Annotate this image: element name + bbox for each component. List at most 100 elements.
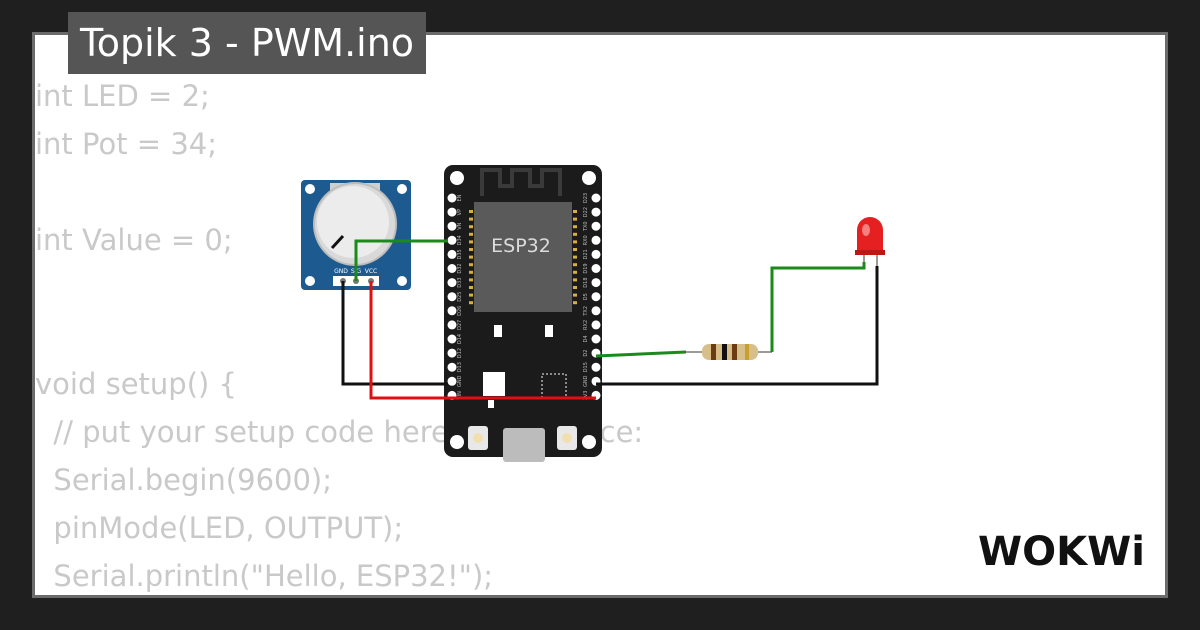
chip-pin — [573, 270, 577, 274]
chip-pin — [469, 248, 473, 251]
wire-resistor-led[interactable] — [770, 262, 866, 352]
esp32-pin-label: D27 — [457, 320, 463, 330]
esp32-pin-d33[interactable] — [447, 278, 457, 288]
chip-pin — [469, 286, 473, 289]
esp32-pin-label: VN — [457, 222, 463, 229]
esp32-pin-d14[interactable] — [447, 334, 457, 344]
esp32-chip — [474, 202, 572, 312]
esp32-pin-label: D18 — [583, 277, 589, 287]
chip-pins-right — [573, 210, 577, 305]
chip-pins-left — [469, 210, 473, 305]
chip-pin — [469, 240, 473, 244]
esp32-pin-label: D15 — [583, 362, 589, 372]
esp32-pin-d23[interactable] — [591, 193, 601, 203]
esp32-pin-d25[interactable] — [447, 292, 457, 302]
code-line: Serial.println("Hello, ESP32!"); — [35, 559, 494, 593]
code-line: int LED = 2; — [35, 79, 210, 113]
chip-pin — [469, 225, 473, 229]
code-line: void setup() { — [35, 367, 237, 401]
wire-pot-signal[interactable] — [354, 239, 448, 281]
esp32-pin-label: D19 — [583, 263, 589, 273]
chip-pin — [469, 270, 473, 274]
chip-pin — [573, 232, 577, 236]
code-line: int Value = 0; — [35, 223, 233, 257]
esp32-pin-d12[interactable] — [447, 348, 457, 358]
usb-port — [503, 428, 545, 462]
wire-d2-resistor[interactable] — [595, 350, 687, 358]
esp32-pin-rx2[interactable] — [591, 320, 601, 330]
esp32-pin-vp[interactable] — [447, 207, 457, 217]
code-line: int Pot = 34; — [35, 127, 218, 161]
esp32-pin-label: D4 — [583, 335, 589, 342]
esp32-pin-en[interactable] — [447, 193, 457, 203]
chip-pin — [573, 286, 577, 289]
esp32-pin-label: D23 — [583, 193, 589, 203]
esp32-pin-label: VP — [457, 209, 463, 215]
chip-pin — [573, 210, 577, 213]
chip-pin — [469, 301, 473, 305]
esp32-pin-gnd[interactable] — [447, 376, 457, 386]
esp32-pin-label: EN — [457, 194, 463, 201]
esp32-pin-label: D22 — [583, 207, 589, 217]
chip-pin — [573, 240, 577, 244]
esp32-pin-label: D14 — [457, 334, 463, 344]
esp32-pin-d26[interactable] — [447, 306, 457, 316]
wire-led-ground[interactable] — [596, 266, 879, 386]
resistor[interactable] — [686, 344, 772, 360]
chip-pin — [573, 278, 577, 282]
red-led[interactable] — [855, 217, 885, 268]
esp32-pin-d22[interactable] — [591, 207, 601, 217]
esp32-pin-label: 3V3 — [583, 391, 589, 401]
wokwi-logo-text: WOKWi — [978, 529, 1145, 575]
esp32-pin-label: D5 — [583, 293, 589, 300]
esp32-pin-d19[interactable] — [591, 264, 601, 273]
chip-pin — [573, 263, 577, 267]
esp32-pin-vn[interactable] — [447, 221, 457, 231]
esp32-pin-tx2[interactable] — [591, 306, 601, 316]
esp32-pin-label: D32 — [457, 263, 463, 273]
knob-indicator — [330, 234, 345, 250]
esp32-pin-tx0[interactable] — [591, 221, 601, 231]
esp32-pin-label: GND — [457, 375, 463, 387]
pot-pin-label-gnd: GND — [334, 268, 348, 275]
esp32-pin-d27[interactable] — [447, 320, 457, 330]
esp32-pin-label: D13 — [457, 362, 463, 372]
esp32-pin-d32[interactable] — [447, 264, 457, 273]
chip-pin — [469, 278, 473, 282]
code-preview: int LED = 2; int Pot = 34; int Value = 0… — [35, 72, 643, 600]
esp32-pin-label: RX2 — [583, 320, 589, 330]
esp32-chip-label: ESP32 — [491, 235, 551, 257]
esp32-pin-label: D26 — [457, 306, 463, 316]
esp32-pin-d18[interactable] — [591, 278, 601, 288]
chip-pin — [469, 217, 473, 221]
esp32-pin-rx0[interactable] — [591, 235, 601, 245]
esp32-board[interactable]: ESP32 ENVPVND34D35D32D33D25D26D27D14D12D… — [444, 165, 602, 462]
chip-pin — [469, 232, 473, 236]
chip-pin — [469, 293, 473, 297]
chip-pin — [573, 255, 577, 259]
chip-pin — [469, 263, 473, 267]
esp32-left-header: ENVPVND34D35D32D33D25D26D27D14D12D13GNDV… — [447, 193, 463, 400]
esp32-pin-d34[interactable] — [447, 235, 457, 245]
chip-pin — [573, 248, 577, 251]
chip-pin — [573, 217, 577, 221]
pot-pin-label-vcc: VCC — [365, 268, 377, 275]
voltage-regulator — [483, 372, 505, 396]
wire-pot-power[interactable] — [369, 281, 596, 400]
esp32-pin-label: D25 — [457, 292, 463, 302]
esp32-pin-d4[interactable] — [591, 334, 601, 344]
wire-pot-ground[interactable] — [341, 281, 448, 386]
esp32-pin-d5[interactable] — [591, 292, 601, 302]
esp32-pin-d35[interactable] — [447, 249, 457, 259]
chip-pin — [573, 225, 577, 229]
esp32-pin-d21[interactable] — [591, 249, 601, 259]
esp32-right-header: D23D22TX0RX0D21D19D18D5TX2RX2D4D2D15GND3… — [583, 193, 601, 400]
code-line: Serial.begin(9600); — [35, 463, 333, 497]
esp32-pin-label: RX0 — [583, 235, 589, 245]
esp32-pin-d13[interactable] — [447, 362, 457, 372]
chip-pin — [573, 301, 577, 305]
esp32-pin-d15[interactable] — [591, 362, 601, 372]
esp32-pin-label: D12 — [457, 348, 463, 358]
esp32-pin-label: VIN — [457, 391, 463, 400]
